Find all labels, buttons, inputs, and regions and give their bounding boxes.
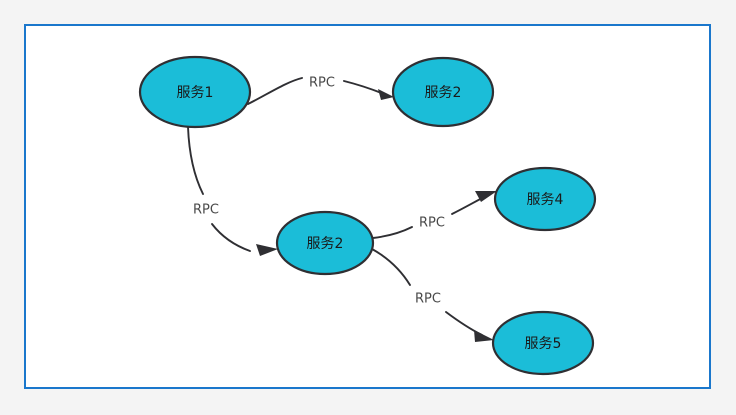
arrowhead-n1-n2: [378, 89, 394, 100]
node-shape-service-1: [138, 55, 252, 129]
edge-path-n3-n5: [371, 248, 411, 286]
node-shape-service-4: [493, 166, 597, 232]
node-shape-service-2-middle: [275, 210, 375, 276]
arrowhead-n3-n5: [474, 330, 494, 342]
edge-path-n1-n2-tail: [343, 80, 385, 95]
edge-n3-to-n4[interactable]: RPC: [372, 191, 497, 239]
edge-path-n1-n3-tail: [211, 223, 251, 252]
arrowhead-n1-n3: [256, 244, 278, 256]
edge-n1-to-n2[interactable]: RPC: [247, 76, 394, 105]
edge-label-n1-n3: RPC: [193, 203, 219, 218]
arrowhead-n3-n4: [475, 191, 497, 202]
edge-path-n3-n4: [372, 226, 413, 239]
edge-label-n3-n5: RPC: [415, 292, 441, 307]
node-service-4[interactable]: 服务4: [493, 166, 597, 232]
node-service-5[interactable]: 服务5: [491, 310, 595, 376]
diagram-frame: [24, 24, 711, 389]
edge-label-n3-n4: RPC: [419, 216, 445, 231]
edge-path-n1-n2: [247, 77, 303, 105]
edge-n3-to-n5[interactable]: RPC: [371, 248, 494, 342]
node-service-2-middle[interactable]: 服务2: [275, 210, 375, 276]
node-service-1[interactable]: 服务1: [138, 55, 252, 129]
edge-label-n1-n2: RPC: [309, 76, 335, 91]
edge-path-n1-n3: [187, 126, 204, 195]
node-shape-service-2-top: [391, 56, 495, 128]
node-shape-service-5: [491, 310, 595, 376]
edge-n1-to-n3[interactable]: RPC: [187, 126, 278, 256]
node-service-2-top[interactable]: 服务2: [391, 56, 495, 128]
